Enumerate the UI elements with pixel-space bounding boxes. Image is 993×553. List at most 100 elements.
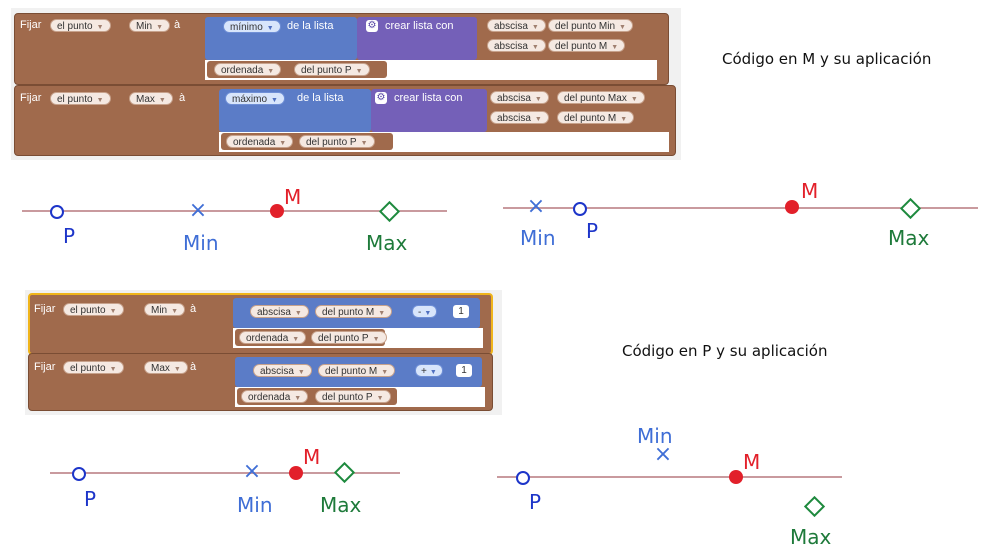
set-label: Fijar — [20, 92, 42, 104]
point-min[interactable]: × — [188, 198, 208, 223]
label-min: Min — [637, 424, 673, 448]
point-dropdown[interactable]: del punto M▼ — [318, 364, 396, 377]
ord-point-dropdown[interactable]: del punto P▼ — [294, 63, 370, 76]
ord-prop-dropdown[interactable]: ordenada▼ — [214, 63, 282, 76]
point-max[interactable] — [333, 461, 356, 484]
caret-down-icon: ▼ — [96, 97, 104, 104]
create-list-label: crear lista con — [394, 92, 463, 104]
item1-prop-dropdown[interactable]: abscisa▼ — [487, 19, 546, 32]
label-min: Min — [183, 231, 219, 255]
set-label: Fijar — [20, 19, 42, 31]
item1-prop-dropdown[interactable]: abscisa▼ — [490, 91, 549, 104]
point-min[interactable]: × — [526, 194, 546, 219]
caret-down-icon: ▼ — [381, 369, 389, 376]
prop-dropdown[interactable]: abscisa▼ — [250, 305, 309, 318]
label-m: M — [801, 179, 819, 203]
var-dropdown[interactable]: el punto▼ — [63, 303, 124, 316]
point-p[interactable] — [50, 205, 64, 219]
ord-point-dropdown[interactable]: del punto P▼ — [315, 390, 391, 403]
name-dropdown[interactable]: Min▼ — [129, 19, 171, 32]
caret-down-icon: ▼ — [360, 140, 368, 147]
point-max[interactable] — [803, 495, 826, 518]
label-max: Max — [366, 231, 408, 255]
caret-down-icon: ▼ — [378, 310, 386, 317]
gear-icon[interactable]: ⚙ — [366, 20, 378, 32]
operator-dropdown[interactable]: -▼ — [412, 305, 438, 318]
to-label: à — [190, 303, 197, 315]
label-p: P — [529, 490, 542, 514]
label-max: Max — [320, 493, 362, 517]
caret-down-icon: ▼ — [424, 310, 432, 317]
name-dropdown[interactable]: Max▼ — [144, 361, 188, 374]
ord-prop-dropdown[interactable]: ordenada▼ — [239, 331, 307, 344]
item2-point-dropdown[interactable]: del punto M▼ — [557, 111, 635, 124]
item2-prop-dropdown[interactable]: abscisa▼ — [487, 39, 546, 52]
number-line — [50, 472, 400, 474]
caret-down-icon: ▼ — [267, 68, 275, 75]
set-label: Fijar — [34, 361, 56, 373]
number-field[interactable]: 1 — [456, 364, 472, 377]
min-func-dropdown[interactable]: mínimo▼ — [223, 20, 281, 33]
to-label: à — [174, 19, 181, 31]
of-list-label: de la lista — [287, 20, 334, 32]
ord-prop-dropdown[interactable]: ordenada▼ — [226, 135, 294, 148]
ord-point-dropdown[interactable]: del punto P▼ — [299, 135, 375, 148]
point-m[interactable] — [785, 200, 799, 214]
label-p: P — [586, 219, 599, 243]
caret-down-icon: ▼ — [531, 24, 539, 31]
workspace-code-p: Fijar el punto▼ Min▼ à abscisa▼ del punt… — [25, 290, 502, 415]
label-m: M — [284, 185, 302, 209]
point-p[interactable] — [516, 471, 530, 485]
of-list-label: de la lista — [297, 92, 344, 104]
point-dropdown[interactable]: del punto M▼ — [315, 305, 393, 318]
caret-down-icon: ▼ — [173, 366, 181, 373]
label-min: Min — [520, 226, 556, 250]
item2-point-dropdown[interactable]: del punto M▼ — [548, 39, 626, 52]
caret-down-icon: ▼ — [279, 140, 287, 147]
label-m: M — [743, 450, 761, 474]
caret-down-icon: ▼ — [156, 24, 164, 31]
point-min[interactable]: × — [242, 459, 262, 484]
var-dropdown[interactable]: el punto▼ — [50, 92, 111, 105]
item1-point-dropdown[interactable]: del punto Min▼ — [548, 19, 633, 32]
operator-dropdown[interactable]: +▼ — [415, 364, 443, 377]
caption-code-p: Código en P y su aplicación — [622, 342, 828, 360]
caret-down-icon: ▼ — [611, 44, 619, 51]
var-dropdown[interactable]: el punto▼ — [50, 19, 111, 32]
point-m[interactable] — [729, 470, 743, 484]
caret-down-icon: ▼ — [620, 116, 628, 123]
caret-down-icon: ▼ — [109, 366, 117, 373]
gear-icon[interactable]: ⚙ — [375, 92, 387, 104]
item1-point-dropdown[interactable]: del punto Max▼ — [557, 91, 645, 104]
caret-down-icon: ▼ — [630, 96, 638, 103]
ord-prop-dropdown[interactable]: ordenada▼ — [241, 390, 309, 403]
caret-down-icon: ▼ — [429, 369, 437, 376]
point-p[interactable] — [573, 202, 587, 216]
number-field[interactable]: 1 — [453, 305, 469, 318]
point-m[interactable] — [270, 204, 284, 218]
caret-down-icon: ▼ — [96, 24, 104, 31]
caret-down-icon: ▼ — [266, 25, 274, 32]
item2-prop-dropdown[interactable]: abscisa▼ — [490, 111, 549, 124]
point-min[interactable]: × — [653, 442, 673, 467]
create-list-label: crear lista con — [385, 20, 454, 32]
prop-dropdown[interactable]: abscisa▼ — [253, 364, 312, 377]
point-max[interactable] — [378, 200, 401, 223]
to-label: à — [190, 361, 197, 373]
workspace-code-m: Fijar el punto▼ Min▼ à mínimo▼ de la lis… — [11, 8, 681, 160]
point-max[interactable] — [899, 197, 922, 220]
caret-down-icon: ▼ — [355, 68, 363, 75]
caret-down-icon: ▼ — [171, 308, 179, 315]
label-p: P — [84, 487, 97, 511]
caret-down-icon: ▼ — [534, 116, 542, 123]
ord-point-dropdown[interactable]: del punto P▼ — [311, 331, 387, 344]
point-m[interactable] — [289, 466, 303, 480]
number-line — [22, 210, 447, 212]
point-p[interactable] — [72, 467, 86, 481]
name-dropdown[interactable]: Max▼ — [129, 92, 173, 105]
create-list-block[interactable] — [371, 89, 487, 132]
name-dropdown[interactable]: Min▼ — [144, 303, 186, 316]
var-dropdown[interactable]: el punto▼ — [63, 361, 124, 374]
max-func-dropdown[interactable]: máximo▼ — [225, 92, 285, 105]
number-line — [497, 476, 842, 478]
